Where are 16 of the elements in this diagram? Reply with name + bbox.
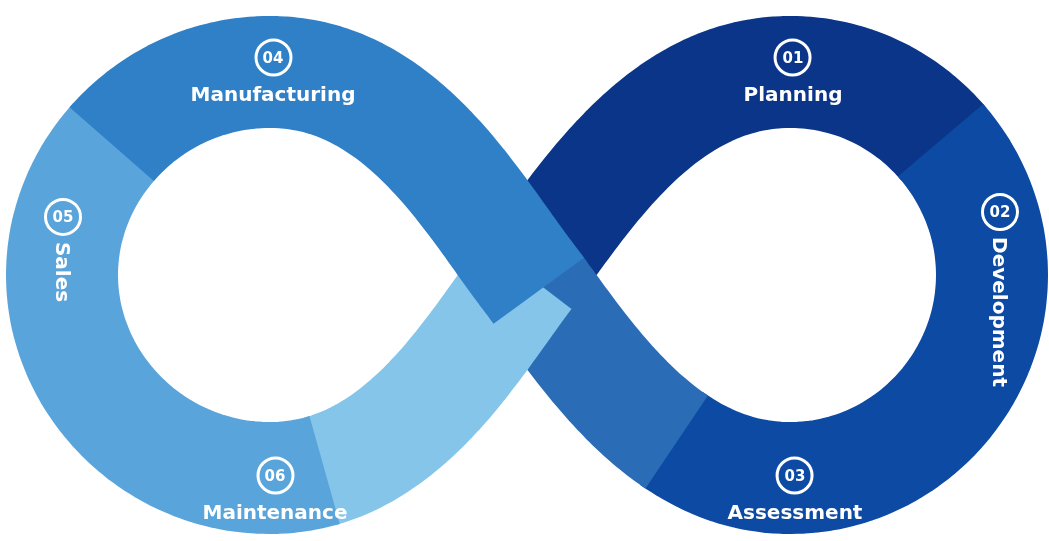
step-label: Sales	[51, 241, 75, 303]
loop-segment	[44, 197, 82, 303]
step-label: Manufacturing	[190, 82, 356, 106]
step-number: 05	[44, 197, 82, 236]
step-label: Development	[988, 237, 1012, 387]
loop-segment	[981, 193, 1019, 387]
loop-segment	[743, 38, 843, 106]
step-label: Planning	[743, 82, 843, 106]
loop-segment	[190, 38, 356, 106]
step-number: 06	[256, 456, 294, 495]
step-label: Assessment	[727, 500, 863, 524]
step-number: 04	[254, 38, 292, 77]
step-number: 01	[774, 38, 812, 77]
step-number: 02	[981, 193, 1019, 232]
step-label: Maintenance	[202, 500, 348, 524]
step-number: 03	[776, 456, 814, 495]
